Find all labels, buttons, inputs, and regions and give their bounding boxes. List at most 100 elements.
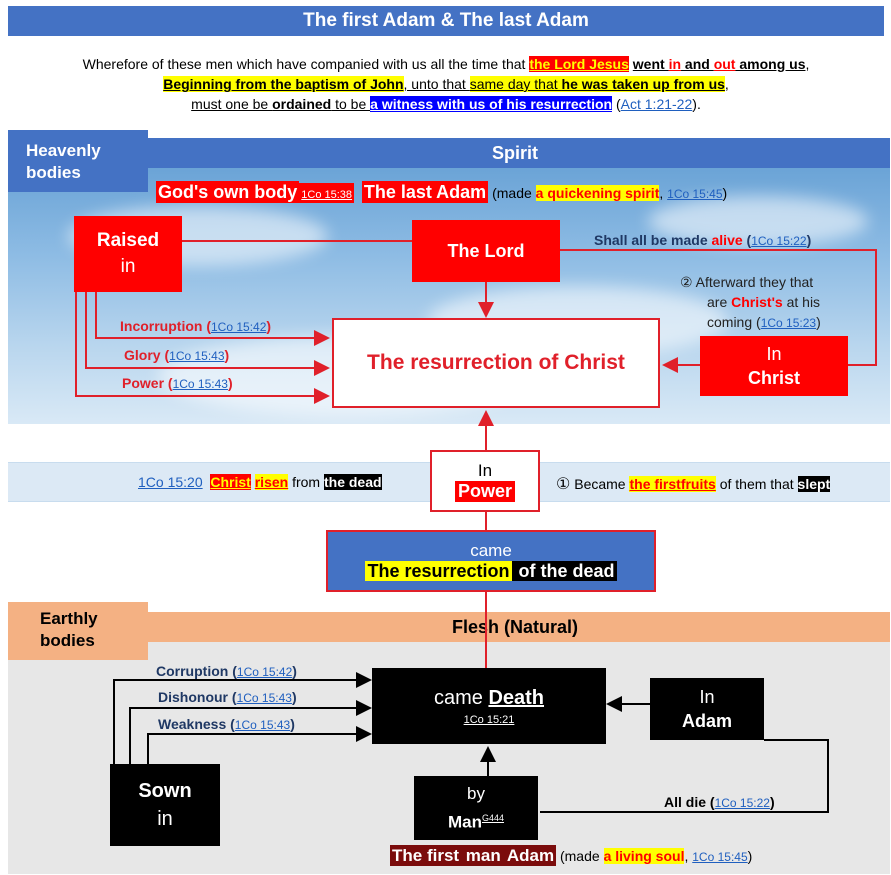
- label-text: Dishonour: [158, 689, 228, 705]
- intro-text: , unto that: [403, 76, 470, 92]
- heavenly-connectors: [75, 240, 877, 668]
- resurrection-of-christ-box: The resurrection of Christ: [332, 318, 660, 408]
- label-text: (made: [556, 848, 604, 864]
- strongs-link[interactable]: G444: [481, 812, 505, 823]
- risen-highlight: risen: [254, 474, 289, 490]
- verse-link[interactable]: 1Co 15:45: [692, 850, 748, 864]
- earthly-connectors: [113, 672, 829, 813]
- by-man-box: by ManG444: [414, 776, 538, 840]
- verse-link[interactable]: 1Co 15:43: [169, 349, 225, 363]
- firstfruits-highlight: the firstfruits: [629, 476, 716, 492]
- verse-link[interactable]: 1Co 15:43: [234, 718, 291, 732]
- verse-link[interactable]: Act 1:21-22: [620, 96, 693, 112]
- intro-text: .: [696, 96, 701, 112]
- shall-be-made-alive-label: Shall all be made alive (1Co 15:22): [594, 232, 812, 248]
- slept-highlight: slept: [797, 476, 831, 492]
- label-text: Weakness: [158, 716, 227, 732]
- the-lord-label: The Lord: [447, 240, 525, 261]
- highlight-lord-jesus: the Lord Jesus: [529, 56, 629, 72]
- in-label: in: [157, 808, 173, 830]
- verse-link[interactable]: 1Co 15:20: [138, 474, 203, 490]
- adam-label: Adam: [500, 845, 557, 866]
- incorruption-label: Incorruption (1Co 15:42): [120, 318, 272, 334]
- earthly-bodies-tab: Earthly bodies: [8, 602, 148, 660]
- intro-text: ,: [805, 56, 810, 72]
- verse-link[interactable]: 1Co 15:23: [760, 316, 817, 330]
- spirit-bar: Spirit: [140, 138, 890, 168]
- label-text: of them that: [715, 476, 798, 492]
- label-text: Corruption: [156, 663, 229, 679]
- note-text: Afterward they that: [692, 274, 814, 290]
- page-title: The first Adam & The last Adam: [8, 6, 884, 36]
- sown-in-box: Sown in: [110, 764, 220, 846]
- highlight-witness: a witness with us of his resurrection: [370, 96, 613, 112]
- sown-label: Sown: [138, 780, 192, 802]
- verse-link[interactable]: 1Co 15:22: [751, 234, 807, 248]
- label-text: Glory: [124, 347, 161, 363]
- intro-out: out: [713, 56, 736, 72]
- number-two: ②: [680, 274, 693, 290]
- number-one: ①: [556, 476, 571, 493]
- note-text: are: [707, 294, 732, 310]
- man-label: Man: [447, 812, 482, 832]
- death-label: Death: [488, 686, 545, 709]
- intro-text: ,: [724, 76, 729, 92]
- in-power-box: In Power: [430, 450, 540, 512]
- highlight-taken-up: he was taken up from us: [561, 76, 725, 92]
- raised-label: Raised: [96, 230, 160, 251]
- in-adam-box: In Adam: [650, 678, 764, 740]
- intro-ordained: ordained: [272, 96, 332, 112]
- intro-text: to be: [331, 96, 371, 112]
- quickening-spirit-label: a quickening spirit: [535, 185, 660, 201]
- man-label: man: [465, 845, 501, 866]
- in-label: In: [766, 344, 782, 364]
- verse-link[interactable]: 1Co 15:43: [172, 377, 228, 391]
- intro-text: went: [632, 56, 669, 72]
- verse-link[interactable]: 1Co 15:45: [667, 187, 723, 201]
- verse-link[interactable]: 1Co 15:22: [714, 796, 770, 810]
- label-text: Power: [122, 375, 165, 391]
- power-highlight: Power: [454, 480, 516, 502]
- highlight-baptism: Beginning from the baptism of John: [163, 76, 404, 92]
- dishonour-label: Dishonour (1Co 15:43): [158, 689, 297, 705]
- note-text: coming: [707, 314, 757, 330]
- verse-link[interactable]: 1Co 15:42: [236, 665, 293, 679]
- the-dead-highlight: the dead: [323, 474, 382, 490]
- intro-text: must one be: [191, 96, 273, 112]
- heading-text: ,: [659, 185, 668, 201]
- verse-link[interactable]: 1Co 15:38: [301, 189, 353, 201]
- christs-label: Christ's: [731, 294, 783, 310]
- label-text: Incorruption: [120, 318, 203, 334]
- came-label: came: [433, 686, 489, 709]
- afterward-note: ② Afterward they that are Christ's at hi…: [680, 274, 821, 330]
- adam-label: Adam: [681, 711, 732, 731]
- label-text: ): [747, 848, 753, 864]
- flesh-bar: Flesh (Natural): [140, 612, 890, 642]
- glory-label: Glory (1Co 15:43): [124, 347, 230, 363]
- intro-line-2: Beginning from the baptism of John, unto…: [8, 74, 884, 94]
- gods-own-body-label: God's own body: [156, 181, 300, 203]
- label-text: All die: [664, 794, 707, 810]
- christ-label: Christ: [747, 368, 800, 388]
- verse-link[interactable]: 1Co 15:43: [236, 691, 292, 705]
- in-label: in: [120, 256, 136, 277]
- in-christ-box: In Christ: [700, 336, 848, 396]
- note-text: at his: [782, 294, 821, 310]
- first-label: The first: [390, 845, 466, 866]
- intro-in: in: [668, 56, 682, 72]
- the-lord-box: The Lord: [412, 220, 560, 282]
- label-text: from: [288, 474, 324, 490]
- resurrection-highlight: The resurrection: [365, 560, 512, 581]
- alive-label: alive: [711, 232, 743, 248]
- intro-verse: Wherefore of these men which have compan…: [8, 54, 884, 114]
- intro-text: and: [681, 56, 714, 72]
- verse-link[interactable]: 1Co 15:42: [211, 320, 267, 334]
- corruption-label: Corruption (1Co 15:42): [156, 663, 297, 679]
- cloud-shape: [648, 196, 868, 246]
- power-label: Power (1Co 15:43): [122, 375, 233, 391]
- heading-text: (made: [488, 185, 536, 201]
- label-text: Became: [570, 476, 630, 492]
- verse-link[interactable]: 1Co 15:21: [463, 713, 515, 726]
